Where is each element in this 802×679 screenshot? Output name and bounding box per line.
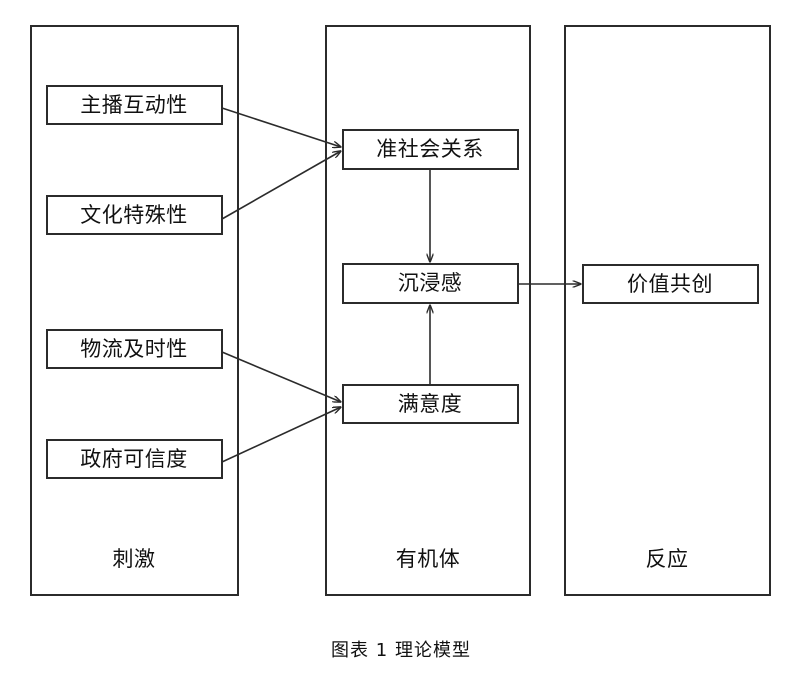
node-label-value-co-creation: 价值共创: [627, 272, 713, 296]
edge-logistics-to-satisfaction: [221, 351, 341, 402]
column-label-response: 反应: [646, 547, 689, 571]
node-logistics-timeliness: 物流及时性: [46, 329, 223, 369]
node-box-anchor-interactivity: [46, 85, 223, 125]
node-label-anchor-interactivity: 主播互动性: [80, 93, 188, 117]
node-cultural-specificity: 文化特殊性: [46, 195, 223, 235]
node-label-logistics-timeliness: 物流及时性: [80, 337, 188, 361]
node-box-logistics-timeliness: [46, 329, 223, 369]
node-label-immersion: 沉浸感: [398, 271, 463, 295]
node-box-value-co-creation: [582, 264, 759, 304]
column-frame-organism: [325, 25, 531, 596]
column-frame-response: [564, 25, 771, 596]
column-label-organism: 有机体: [396, 547, 461, 571]
node-value-co-creation: 价值共创: [582, 264, 759, 304]
node-para-social-relationship: 准社会关系: [342, 129, 519, 170]
node-box-satisfaction: [342, 384, 519, 424]
figure-caption: 图表 1 理论模型: [331, 640, 471, 661]
node-label-para-social-relationship: 准社会关系: [376, 137, 484, 161]
node-label-cultural-specificity: 文化特殊性: [80, 203, 188, 227]
edge-cultural-to-para-social: [221, 151, 341, 220]
node-box-immersion: [342, 263, 519, 304]
column-labels-layer: 刺激 有机体 反应: [113, 547, 689, 571]
node-box-cultural-specificity: [46, 195, 223, 235]
node-box-para-social-relationship: [342, 129, 519, 170]
node-box-government-credibility: [46, 439, 223, 479]
edge-anchor-to-para-social: [221, 107, 341, 147]
edges-layer: [221, 107, 581, 463]
edge-government-to-satisfaction: [221, 407, 341, 463]
node-government-credibility: 政府可信度: [46, 439, 223, 479]
node-satisfaction: 满意度: [342, 384, 519, 424]
node-anchor-interactivity: 主播互动性: [46, 85, 223, 125]
node-label-satisfaction: 满意度: [398, 392, 463, 416]
node-label-government-credibility: 政府可信度: [80, 447, 188, 471]
node-immersion: 沉浸感: [342, 263, 519, 304]
column-label-stimulus: 刺激: [113, 547, 156, 571]
